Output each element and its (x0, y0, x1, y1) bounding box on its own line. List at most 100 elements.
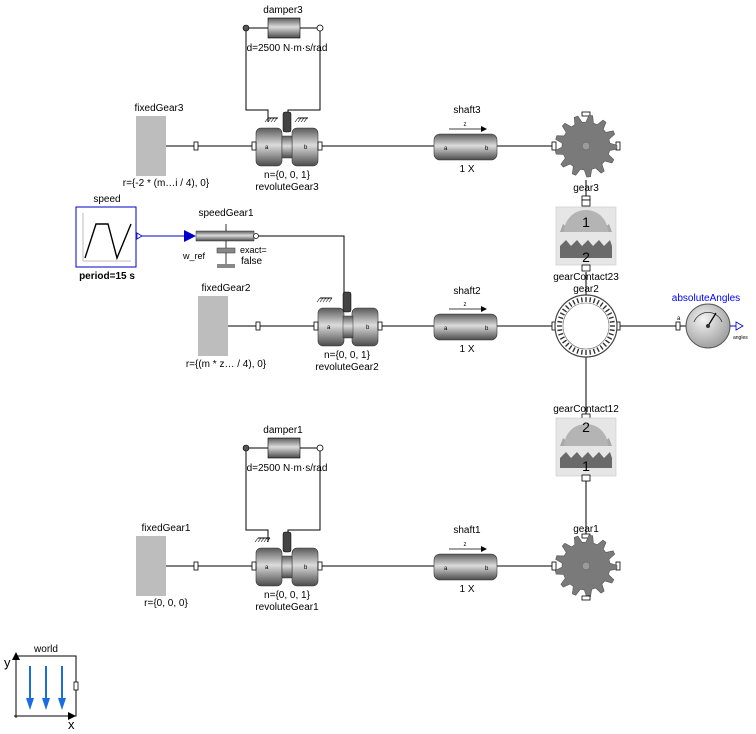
gearContact23-name: gearContact23 (553, 272, 619, 283)
shaft-z-label: z (464, 302, 467, 308)
damper3-name: damper3 (263, 5, 303, 16)
ring-tooth (599, 344, 604, 350)
joint-a-label: a (677, 316, 681, 322)
joint-a-label: a (265, 565, 269, 571)
gearContact23-port2: 2 (582, 249, 590, 265)
gearContact23[interactable]: 1 2 gearContact23 gear2 (553, 199, 619, 295)
world-y-axis: y (4, 655, 11, 670)
gearContact23-port1: 1 (582, 214, 590, 230)
shaft3[interactable]: z a b shaft3 1 X (433, 105, 498, 175)
gearContact12-port1: 1 (582, 458, 590, 474)
gearContact12-port2: 2 (582, 419, 590, 435)
ring-tooth (589, 297, 592, 303)
revoluteGear2[interactable]: a b n={0, 0, 1} revoluteGear2 (313, 291, 383, 373)
revoluteGear2-name: revoluteGear2 (315, 362, 379, 373)
absoluteAngles-out: angles (733, 335, 748, 341)
flange (193, 561, 199, 571)
ring-tooth (608, 316, 614, 320)
speedGear1-exact2: false (241, 256, 263, 267)
ring-tooth (607, 336, 613, 340)
shaft-a-label: a (444, 146, 448, 152)
shaft2[interactable]: z a b shaft2 1 X (433, 286, 498, 355)
revoluteGear1-param: n={0, 0, 1} (264, 590, 311, 601)
fixedGear2-param: r={(m * z… / 4), 0} (186, 359, 267, 370)
ring-tooth (565, 342, 570, 347)
revoluteGear3-name: revoluteGear3 (255, 182, 319, 193)
damper1[interactable]: damper1 d=2500 N·m·s/rad (242, 425, 327, 474)
ring-tooth (568, 344, 573, 350)
fixedGear2-name: fixedGear2 (202, 283, 251, 294)
joint-a-label: a (327, 325, 331, 331)
world[interactable]: world y x (4, 644, 79, 732)
revoluteGear2-param: n={0, 0, 1} (324, 350, 371, 361)
joint-b-label: b (366, 325, 370, 331)
shaft2-name: shaft2 (453, 286, 481, 297)
speed[interactable]: speed period=15 s (75, 194, 143, 282)
revoluteGear1[interactable]: a b n={0, 0, 1} revoluteGear1 (251, 531, 323, 613)
ring-tooth (607, 312, 613, 316)
fixedGear3[interactable]: fixedGear3 r={-2 * (m…i / 4), 0} (123, 103, 210, 189)
gravity-arrows (26, 666, 66, 710)
ring-tooth (608, 332, 614, 336)
ring-tooth (558, 332, 564, 336)
shaft-b-label: b (485, 326, 489, 332)
fixedGear1[interactable]: fixedGear1 r={0, 0, 0} (136, 523, 191, 609)
ring-tooth (572, 347, 576, 353)
flange (193, 141, 199, 151)
absoluteAngles-name: absoluteAngles (672, 293, 740, 304)
shaft3-name: shaft3 (453, 105, 481, 116)
revoluteGear3-param: n={0, 0, 1} (264, 170, 311, 181)
fixedGear3-name: fixedGear3 (135, 103, 184, 114)
gearContact12[interactable]: gearContact12 2 1 (553, 404, 619, 482)
ring-tooth (596, 299, 600, 305)
shaft-z-label: z (464, 542, 467, 548)
speedGear1-name: speedGear1 (198, 208, 253, 219)
world-name: world (33, 644, 58, 655)
ring-tooth (559, 336, 565, 340)
shaft-b-label: b (485, 566, 489, 572)
gear2[interactable] (551, 294, 621, 358)
absoluteAngles[interactable]: absoluteAngles a angles (672, 293, 748, 349)
ring-tooth (580, 349, 583, 355)
connection-wires (166, 28, 676, 567)
ring-tooth (604, 308, 610, 313)
joint-a-label: a (265, 145, 269, 151)
shaft1-name: shaft1 (453, 525, 481, 536)
gear1[interactable]: gear1 (551, 524, 621, 601)
shaft1[interactable]: z a b shaft1 1 X (433, 525, 498, 595)
revoluteGear3[interactable]: a b n={0, 0, 1} revoluteGear3 (251, 111, 323, 193)
speedGear1-wref: w_ref (182, 251, 206, 261)
ring-tooth (559, 312, 565, 316)
ring-tooth (576, 298, 580, 304)
damper3[interactable]: damper3 d=2500 N·m·s/rad (242, 5, 327, 54)
fixedGear1-param: r={0, 0, 0} (144, 598, 188, 609)
fixedGear2[interactable]: fixedGear2 r={(m * z… / 4), 0} (186, 283, 267, 370)
revoluteGear1-name: revoluteGear1 (255, 602, 319, 613)
ring-tooth (592, 298, 596, 304)
speedGear1-exact1: exact= (240, 245, 267, 255)
shaft-z-label: z (464, 122, 467, 128)
shaft2-ratio: 1 X (459, 344, 474, 355)
ring-tooth (596, 347, 600, 353)
ring-tooth (599, 302, 604, 308)
shaft3-ratio: 1 X (459, 164, 474, 175)
joint-b-label: b (304, 565, 308, 571)
gear3[interactable]: gear3 (551, 111, 621, 201)
ring-tooth (557, 329, 563, 332)
ring-tooth (568, 302, 573, 308)
ring-tooth (592, 348, 596, 354)
ring-tooth (558, 316, 564, 320)
ring-tooth (562, 308, 568, 313)
damper1-name: damper1 (263, 425, 303, 436)
flange (255, 321, 261, 331)
ring-tooth (562, 339, 568, 344)
ring-tooth (572, 299, 576, 305)
speed-param: period=15 s (79, 271, 135, 282)
ring-tooth (602, 305, 607, 310)
ring-tooth (604, 339, 610, 344)
shaft-a-label: a (444, 566, 448, 572)
gear2-inner-teeth (557, 297, 615, 355)
ring-tooth (602, 342, 607, 347)
speedGear1[interactable]: speedGear1 w_ref exact= false (182, 208, 267, 268)
